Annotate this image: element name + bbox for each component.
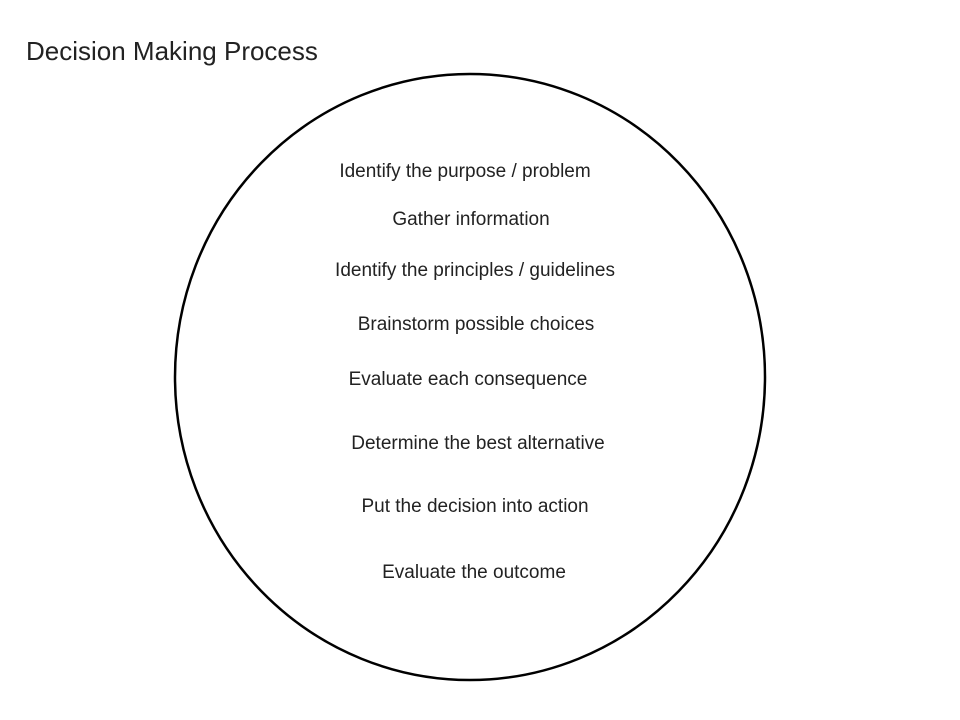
step-evaluate-consequence: Evaluate each consequence xyxy=(348,369,588,390)
step-identify-purpose: Identify the purpose / problem xyxy=(339,161,591,182)
step-evaluate-outcome: Evaluate the outcome xyxy=(382,562,566,583)
step-determine-alternative: Determine the best alternative xyxy=(351,433,605,454)
slide-title: Decision Making Process xyxy=(26,36,318,66)
process-circle xyxy=(173,72,767,682)
step-identify-principles: Identify the principles / guidelines xyxy=(335,260,615,281)
step-brainstorm-choices: Brainstorm possible choices xyxy=(357,314,595,335)
step-gather-information: Gather information xyxy=(392,209,550,230)
step-put-into-action: Put the decision into action xyxy=(361,496,589,517)
